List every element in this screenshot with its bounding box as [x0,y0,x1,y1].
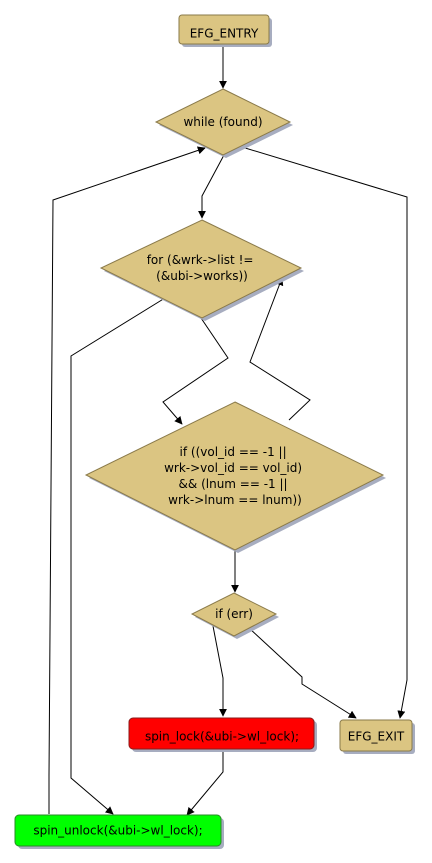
entry-node-box [178,14,270,45]
if-vol-id-label: if ((vol_id == -1 || wrk->vol_id == vol_… [164,445,306,507]
if-vol-id-diamond [84,401,385,551]
if-err-node: if (err) [190,592,279,639]
for-loop-node: for (&wrk->list != (&ubi->works)) [99,219,304,321]
exit-node: EFG_EXIT [339,719,415,754]
edge-unlock-to-while [48,146,206,814]
spin-lock-node-label: spin_lock(&ubi->wl_lock); [145,730,299,744]
exit-node-box [339,719,413,752]
edge-iferr-to-exit [248,627,357,719]
edge-spinlock-to-unlock [186,750,224,816]
edge-for-to-ifvol [162,317,229,425]
edge-while-to-exit [231,143,408,719]
exit-node-label: EFG_EXIT [348,730,405,744]
if-err-label: if (err) [215,607,253,621]
edge-ifvol-to-for [249,277,311,421]
if-err-diamond [190,592,278,637]
entry-node-label: EFG_ENTRY [190,27,259,41]
if-vol-id-node: if ((vol_id == -1 || wrk->vol_id == vol_… [84,401,386,553]
edge-while-to-for [198,154,225,219]
edge-iferr-to-spinlock [212,625,227,717]
while-found-node: while (found) [154,88,293,158]
for-loop-diamond [99,219,303,319]
edges [48,45,408,816]
while-found-label: while (found) [183,115,262,129]
entry-node: EFG_ENTRY [178,14,272,47]
spin-lock-node-box [128,717,315,750]
spin-lock-node: spin_lock(&ubi->wl_lock); [128,717,317,752]
edge-for-to-unlock [70,297,166,815]
spin-unlock-node-label: spin_unlock(&ubi->wl_lock); [33,824,202,838]
while-found-diamond [154,88,292,156]
spin-unlock-node-box [14,814,222,847]
spin-unlock-node: spin_unlock(&ubi->wl_lock); [14,814,224,849]
for-loop-label: for (&wrk->list != (&ubi->works)) [147,253,258,283]
